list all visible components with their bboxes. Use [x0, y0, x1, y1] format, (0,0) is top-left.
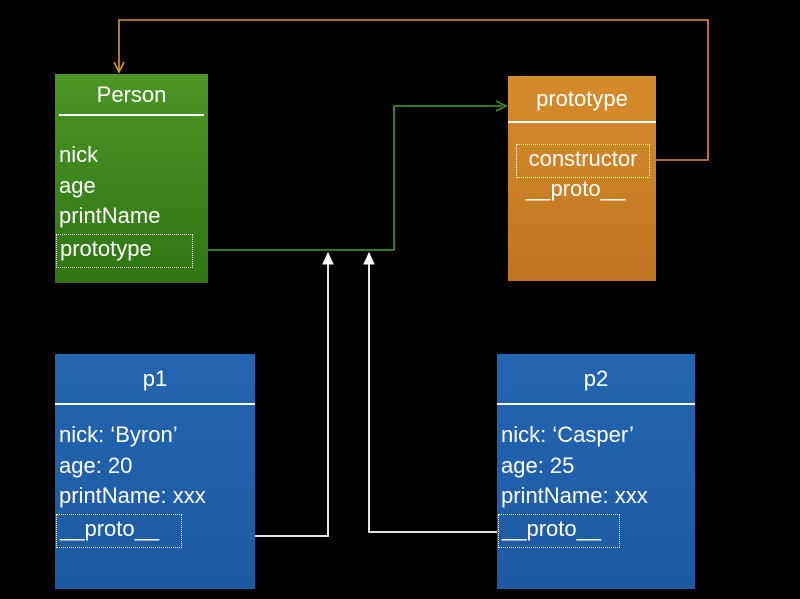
p1-title-divider [55, 403, 255, 405]
p1-field-printname: printName: xxx [59, 483, 206, 508]
prototype-title-divider [508, 121, 656, 123]
person-title: Person [96, 82, 167, 107]
p1-title: p1 [142, 366, 168, 391]
p1-proto-arrowhead [322, 251, 334, 265]
constructor-to-person-arrowhead [113, 61, 125, 74]
person-prototype-connector [194, 105, 502, 251]
person-prototype-arrowhead [495, 100, 509, 112]
constructor-to-person-connector [118, 19, 709, 161]
p2-field-nick: nick: ‘Casper’ [501, 422, 634, 447]
person-field-prototype: prototype [56, 234, 193, 268]
prototype-title: prototype [536, 86, 628, 111]
p1-field-nick: nick: ‘Byron’ [59, 422, 178, 447]
p2-field-age: age: 25 [501, 453, 575, 478]
p1-field-proto: __proto__ [56, 514, 182, 548]
person-field-nick: nick [59, 142, 99, 167]
p2-field-proto: __proto__ [498, 514, 620, 548]
p2-field-printname: printName: xxx [501, 483, 648, 508]
person-field-age: age [59, 173, 96, 198]
p2-title-divider [497, 403, 695, 405]
p2-proto-arrowhead [363, 251, 375, 265]
prototype-field-proto: __proto__ [526, 176, 626, 201]
p1-field-age: age: 20 [59, 453, 133, 478]
prototype-field-constructor: constructor [516, 144, 650, 178]
person-title-divider [59, 114, 204, 116]
person-field-printname: printName [59, 203, 161, 228]
person-box: Person nick age printName prototype [55, 74, 208, 283]
p2-box: p2 nick: ‘Casper’ age: 25 printName: xxx… [497, 354, 695, 589]
p2-proto-connector [368, 258, 497, 533]
p1-box: p1 nick: ‘Byron’ age: 20 printName: xxx … [55, 354, 255, 589]
prototype-box: prototype constructor __proto__ [508, 76, 656, 281]
p2-title: p2 [583, 366, 609, 391]
